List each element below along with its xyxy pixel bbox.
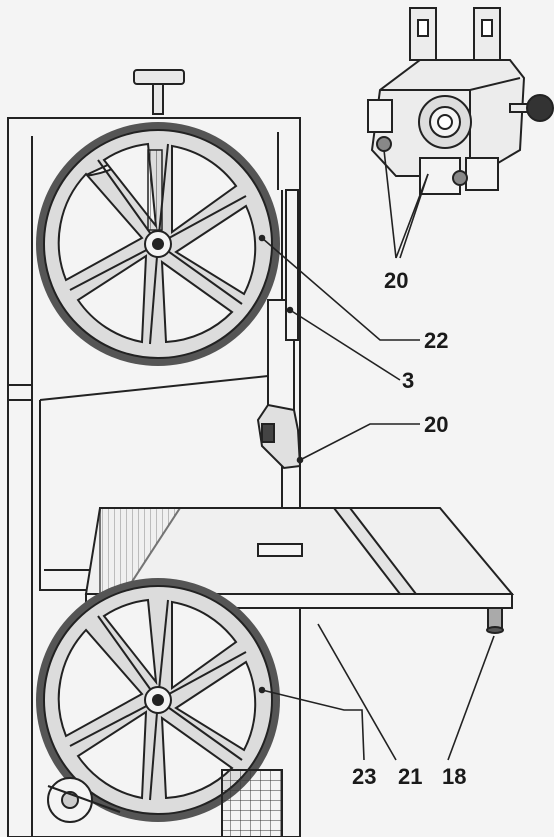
drive-belt-area [47, 769, 283, 837]
guide-detail-inset [367, 7, 554, 195]
saw-table [84, 507, 515, 634]
leader-lines [258, 149, 495, 761]
saw-frame [7, 117, 301, 837]
blade-and-guide [256, 189, 302, 548]
callout-table: 21 [398, 764, 423, 789]
callout-guide-detail: 20 [384, 268, 409, 293]
tension-knob [133, 69, 185, 115]
callout-foot: 18 [442, 764, 467, 789]
callout-upper-wheel: 22 [424, 328, 449, 353]
lower-wheel [36, 578, 280, 822]
upper-wheel [36, 122, 280, 366]
callout-upper-guide: 20 [424, 412, 449, 437]
callout-blade: 3 [402, 368, 415, 393]
callout-lower-wheel: 23 [352, 764, 377, 789]
